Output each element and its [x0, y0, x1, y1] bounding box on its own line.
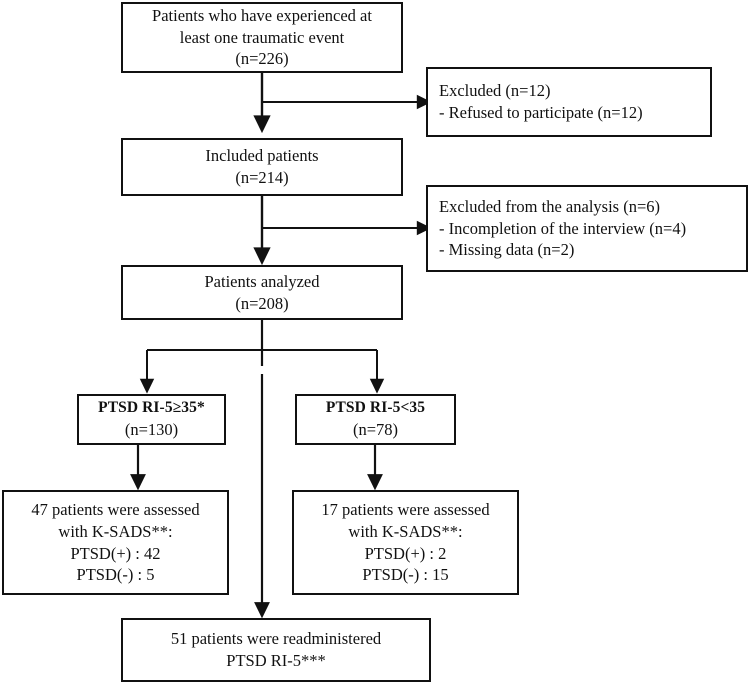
ksads-assessed-low-box: 17 patients were assessed with K-SADS**:… [292, 490, 519, 595]
ksads-high-line-1: 47 patients were assessed [31, 499, 200, 519]
readministered-line-1: 51 patients were readministered [170, 629, 382, 649]
ksads-high-line-2: with K-SADS**: [58, 521, 173, 541]
ksads-low-line-2: with K-SADS**: [348, 521, 463, 541]
ptsd-ri5-low-box: PTSD RI-5<35 (n=78) [295, 394, 456, 445]
ptsd-low-line-2: (n=78) [352, 419, 399, 439]
enrolled-line-1: Patients who have experienced at [152, 5, 372, 25]
excluded-analysis-line-1: Excluded from the analysis (n=6) [439, 196, 660, 216]
enrolled-patients-box: Patients who have experienced at least o… [121, 2, 403, 73]
readministered-line-2: PTSD RI-5*** [226, 651, 326, 670]
included-patients-box: Included patients (n=214) [121, 138, 403, 196]
ksads-high-line-4: PTSD(-) : 5 [76, 565, 155, 585]
excluded-analysis-line-2: - Incompletion of the interview (n=4) [439, 218, 687, 238]
excluded-analysis-line-3: - Missing data (n=2) [439, 240, 575, 260]
excluded-refused-line-2: - Refused to participate (n=12) [439, 103, 643, 122]
analyzed-line-1: Patients analyzed [204, 271, 320, 291]
excluded-refused-box: Excluded (n=12) - Refused to participate… [426, 67, 712, 137]
ksads-assessed-high-box: 47 patients were assessed with K-SADS**:… [2, 490, 229, 595]
enrolled-line-2: least one traumatic event [179, 27, 345, 47]
ptsd-high-line-2: (n=130) [124, 419, 179, 439]
ptsd-high-line-1: PTSD RI-5≥35* [98, 399, 205, 417]
ksads-low-line-1: 17 patients were assessed [321, 499, 490, 519]
ptsd-low-line-1: PTSD RI-5<35 [325, 399, 426, 417]
ksads-low-line-4: PTSD(-) : 15 [362, 565, 449, 585]
enrolled-line-3: (n=226) [235, 49, 289, 69]
included-line-1: Included patients [205, 146, 319, 166]
readministered-box: 51 patients were readministered PTSD RI-… [121, 618, 431, 682]
ptsd-ri5-high-box: PTSD RI-5≥35* (n=130) [77, 394, 226, 445]
connector-analyzed-split-bus [139, 320, 385, 394]
patients-analyzed-box: Patients analyzed (n=208) [121, 265, 403, 320]
excluded-refused-line-1: Excluded (n=12) [439, 81, 551, 101]
ksads-high-line-3: PTSD(+) : 42 [70, 543, 161, 563]
ksads-low-line-3: PTSD(+) : 2 [364, 543, 447, 563]
excluded-from-analysis-box: Excluded from the analysis (n=6) - Incom… [426, 185, 748, 272]
included-line-2: (n=214) [235, 168, 289, 187]
analyzed-line-2: (n=208) [235, 293, 289, 313]
